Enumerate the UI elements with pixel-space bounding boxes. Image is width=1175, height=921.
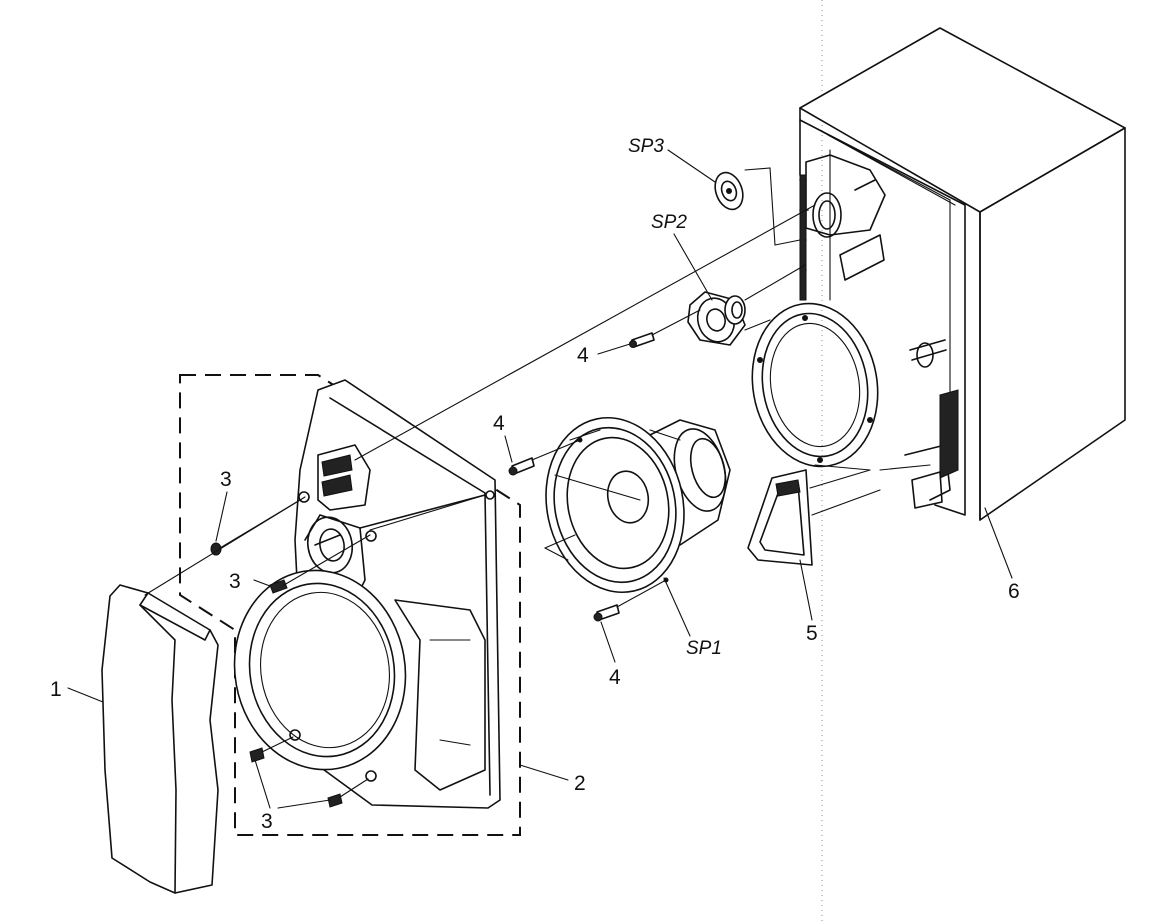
screw-3-mid bbox=[269, 579, 288, 594]
front-grille-part-1 bbox=[101, 584, 219, 894]
callout-labels: 1 2 3 3 3 4 4 4 5 6 SP1 SP2 SP3 bbox=[50, 136, 1020, 833]
callout-3-bottom: 3 bbox=[261, 810, 273, 833]
screw-3-bottom-left bbox=[249, 747, 265, 763]
screw-4-upper bbox=[629, 332, 655, 348]
screw-3-bottom-right bbox=[327, 793, 343, 808]
tweeter-sp3 bbox=[714, 167, 801, 246]
callout-4-lower: 4 bbox=[609, 666, 621, 689]
port-bracket-part-5 bbox=[747, 469, 881, 566]
callout-4-upper: 4 bbox=[577, 344, 589, 367]
assembly-guide-lines bbox=[144, 204, 816, 798]
callout-4-mid: 4 bbox=[493, 412, 505, 435]
woofer-sp1 bbox=[544, 416, 731, 594]
callout-2: 2 bbox=[574, 772, 586, 795]
callout-6: 6 bbox=[1008, 580, 1020, 603]
screw-4-lower bbox=[593, 604, 620, 622]
midrange-sp2 bbox=[687, 264, 806, 346]
screws bbox=[210, 332, 655, 808]
screw-4-mid bbox=[508, 457, 535, 476]
cabinet-part-6 bbox=[751, 27, 1126, 521]
callout-5: 5 bbox=[806, 622, 818, 645]
callout-sp2: SP2 bbox=[651, 212, 687, 233]
front-baffle-part-2 bbox=[179, 374, 521, 836]
callout-3-mid: 3 bbox=[229, 570, 241, 593]
callout-1: 1 bbox=[50, 678, 62, 701]
callout-sp3: SP3 bbox=[628, 136, 664, 157]
callout-3-top: 3 bbox=[220, 468, 232, 491]
leader-lines bbox=[67, 149, 1013, 809]
callout-sp1: SP1 bbox=[686, 638, 722, 659]
